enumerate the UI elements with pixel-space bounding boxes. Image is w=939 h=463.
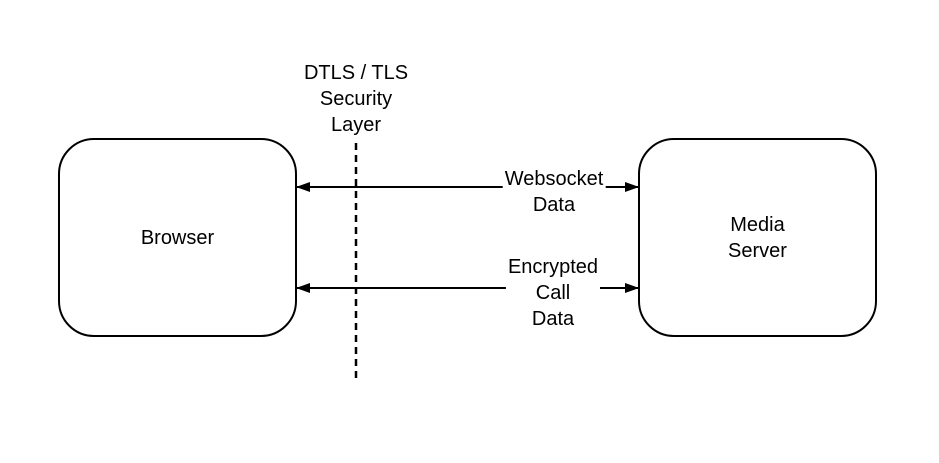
browser-node: Browser bbox=[58, 138, 297, 337]
media-server-node-label: Media Server bbox=[728, 213, 787, 262]
security-boundary-label: DTLS / TLS Security Layer bbox=[303, 62, 409, 136]
websocket-edge-label: Websocket Data bbox=[502, 166, 606, 218]
media-server-node: Media Server bbox=[638, 138, 877, 337]
encrypted-call-edge-label: Encrypted Call Data bbox=[505, 254, 601, 332]
browser-node-label: Browser bbox=[140, 226, 215, 249]
